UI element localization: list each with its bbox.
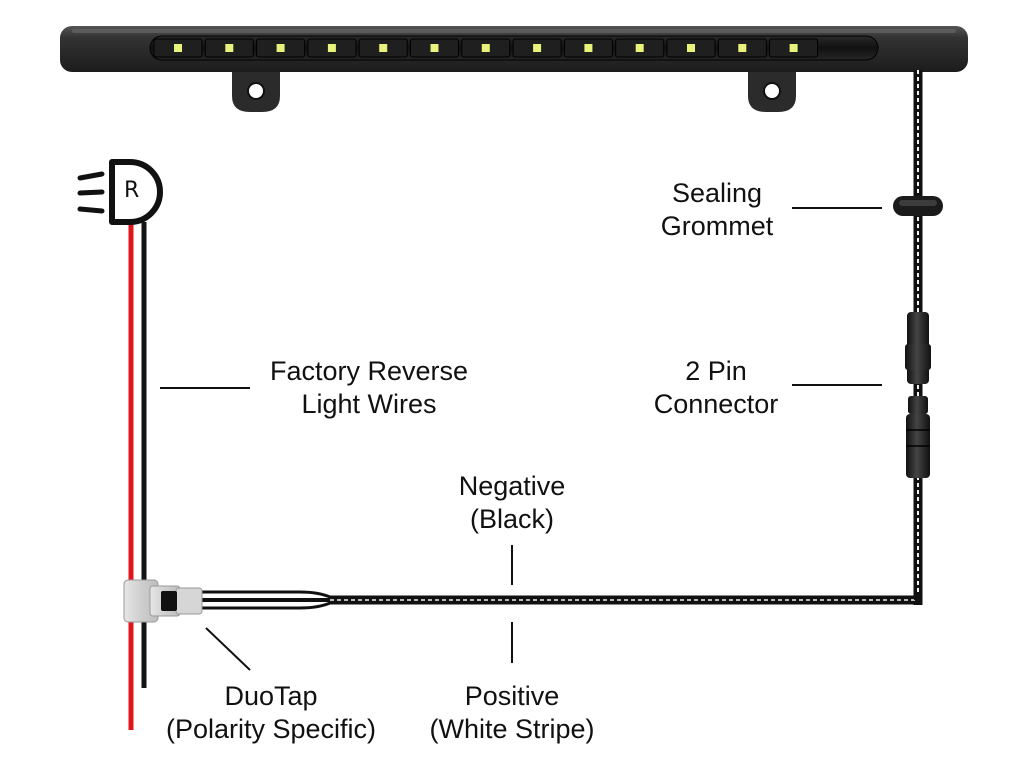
led-chip: [327, 44, 336, 52]
led-chip: [584, 44, 593, 52]
duotap: [123, 579, 203, 623]
mounting-hole-left: [247, 82, 265, 100]
bottom-cable-run: [200, 590, 921, 610]
led-chip: [533, 44, 542, 52]
label-duotap: DuoTap (Polarity Specific): [165, 681, 377, 744]
led-chip: [276, 44, 285, 52]
connector-male-half: [908, 396, 928, 414]
led-chip: [687, 44, 695, 52]
led-chip: [738, 44, 747, 52]
led-chip: [789, 44, 798, 52]
led-chip: [379, 44, 388, 52]
reverse-light-icon: [77, 159, 163, 225]
label-positive: Positive (White Stripe): [429, 681, 595, 744]
label-connector: 2 Pin Connector: [653, 356, 779, 419]
led-light-bar: [60, 26, 968, 112]
reverse-light-letter: R: [124, 178, 140, 203]
led-chip: [225, 44, 234, 52]
led-group: [153, 38, 819, 58]
led-chip: [430, 44, 439, 52]
mounting-hole-right: [763, 82, 781, 100]
factory-wires: [128, 222, 147, 730]
leader-duotap: [205, 627, 251, 671]
led-chip: [174, 44, 182, 52]
led-chip: [635, 44, 644, 52]
label-negative: Negative (Black): [458, 471, 566, 534]
sealing-grommet: [893, 196, 943, 216]
led-chip: [481, 44, 490, 52]
two-pin-connector: [905, 312, 931, 478]
label-factory-wires: Factory Reverse Light Wires: [269, 356, 469, 419]
label-sealing-grommet: Sealing Grommet: [660, 178, 774, 241]
leader-lines: [160, 207, 882, 671]
